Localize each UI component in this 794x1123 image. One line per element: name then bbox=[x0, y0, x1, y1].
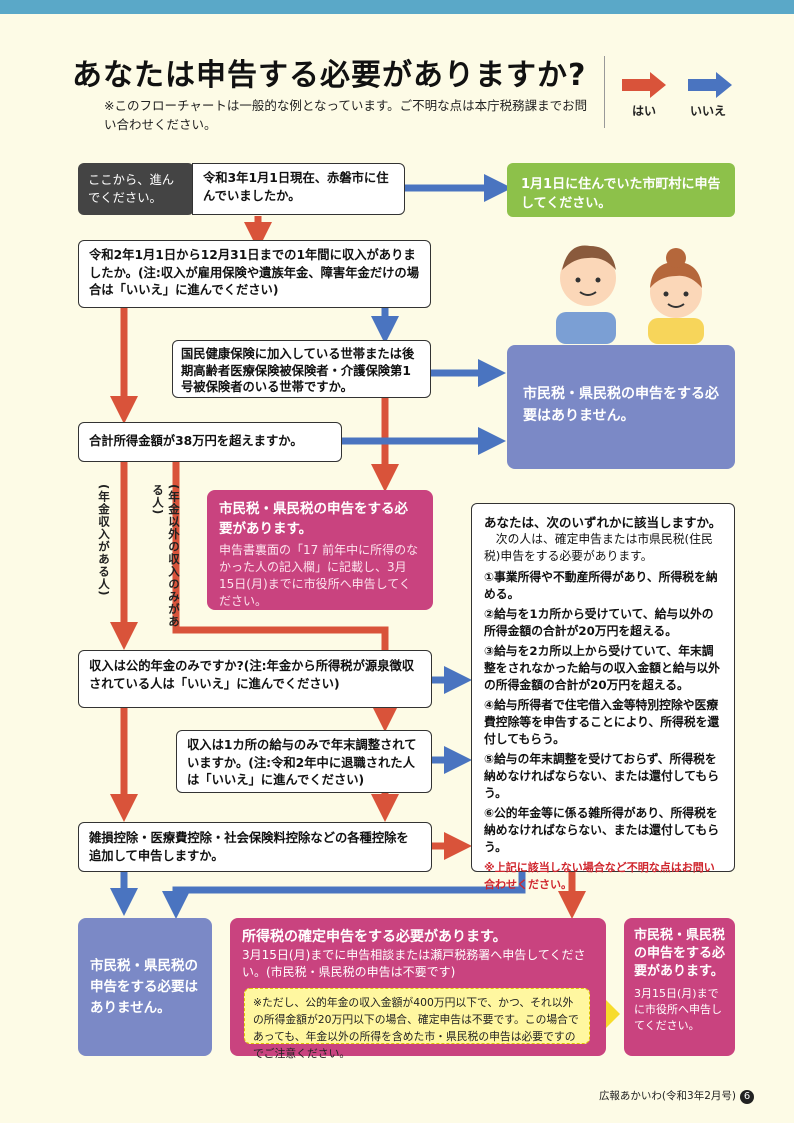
legend-divider bbox=[604, 56, 605, 128]
conditions-head: あなたは、次のいずれかに該当しますか。 bbox=[484, 515, 722, 530]
result-city-needed-2-head: 市民税・県民税の申告をする必要があります。 bbox=[634, 928, 726, 979]
page-title: あなたは申告する必要がありますか? bbox=[72, 58, 587, 93]
label-pension: (年金収入がある人) bbox=[97, 484, 111, 597]
question-salary-only: 収入は1カ所の給与のみで年末調整されていますか。(注:令和2年中に退職された人は… bbox=[176, 730, 432, 793]
result-city-needed-body: 申告書裏面の「17 前年中に所得のなかった人の記入欄」に記載し、3月15日(月)… bbox=[219, 543, 419, 608]
footer: 広報あかいわ(令和3年2月号) 6 bbox=[599, 1088, 754, 1104]
couple-illustration-icon bbox=[556, 245, 704, 344]
result-no-need-bottom: 市民税・県民税の申告をする必要はありません。 bbox=[78, 918, 212, 1056]
legend-no-label: いいえ bbox=[690, 104, 727, 118]
question-income: 令和2年1月1日から12月31日までの1年間に収入がありましたか。(注:収入が雇… bbox=[78, 240, 431, 308]
legend-no: いいえ bbox=[688, 72, 734, 119]
result-city-needed-2-body: 3月15日(月)までに市役所へ申告してください。 bbox=[634, 987, 722, 1032]
result-income-tax-head: 所得税の確定申告をする必要があります。 bbox=[242, 929, 507, 945]
question-insurance: 国民健康保険に加入している世帯または後期高齢者医療保険被保険者・介護保険第1号被… bbox=[172, 340, 431, 398]
result-city-needed-2: 市民税・県民税の申告をする必要があります。 3月15日(月)までに市役所へ申告し… bbox=[624, 918, 735, 1056]
intro-note: ※このフローチャートは一般的な例となっています。ご不明な点は本庁税務課までお問い… bbox=[104, 98, 588, 132]
result-city-needed: 市民税・県民税の申告をする必要があります。 申告書裏面の「17 前年中に所得のな… bbox=[207, 490, 433, 610]
income-tax-note: ※ただし、公的年金の収入金額が400万円以下で、かつ、それ以外の所得金額が20万… bbox=[244, 988, 590, 1060]
legend-yes: はい bbox=[622, 72, 668, 119]
condition-item: ②給与を1カ所から受けていて、給与以外の所得金額の合計が20万円を超える。 bbox=[484, 607, 714, 638]
result-other-city: 1月1日に住んでいた市町村に申告してください。 bbox=[507, 163, 735, 217]
arrow-conditions-no bbox=[162, 872, 526, 919]
question-residence: 令和3年1月1日現在、赤磐市に住んでいましたか。 bbox=[192, 163, 405, 215]
result-city-needed-head: 市民税・県民税の申告をする必要があります。 bbox=[219, 501, 408, 537]
label-non-pension: (年金以外の収入のみがある人) bbox=[151, 484, 181, 628]
question-conditions: あなたは、次のいずれかに該当しますか。 次の人は、確定申告または市県民税(住民税… bbox=[471, 503, 735, 891]
conditions-footnote: ※上記に該当しない場合など不明な点はお問い合わせください。 bbox=[484, 861, 715, 891]
conditions-intro: 次の人は、確定申告または市県民税(住民税)申告をする必要があります。 bbox=[484, 532, 713, 563]
no-arrow-icon bbox=[688, 72, 732, 98]
start-label: ここから、進んでください。 bbox=[78, 163, 194, 215]
condition-item: ⑥公的年金等に係る雑所得があり、所得税を納めなければならない、または還付してもら… bbox=[484, 806, 719, 854]
result-no-need-top: 市民税・県民税の申告をする必要はありません。 bbox=[507, 345, 735, 469]
question-deductions: 雑損控除・医療費控除・社会保険料控除などの各種控除を追加して申告しますか。 bbox=[78, 822, 432, 872]
condition-item: ③給与を2カ所以上から受けていて、年末調整をされなかった給与の収入金額と給与以外… bbox=[484, 644, 720, 692]
condition-item: ④給与所得者で住宅借入金等特別控除や医療費控除等を申告することにより、所得税を還… bbox=[484, 698, 720, 746]
legend-yes-label: はい bbox=[632, 104, 657, 118]
yes-arrow-icon bbox=[622, 72, 666, 98]
yellow-arrow bbox=[592, 1000, 620, 1028]
condition-item: ⑤給与の年末調整を受けておらず、所得税を納めなければならない、または還付してもら… bbox=[484, 752, 719, 800]
page-number: 6 bbox=[740, 1090, 754, 1104]
question-pension-only: 収入は公的年金のみですか?(注:年金から所得税が源泉徴収されている人は「いいえ」… bbox=[78, 650, 432, 708]
condition-item: ①事業所得や不動産所得があり、所得税を納める。 bbox=[484, 570, 718, 601]
footer-publication: 広報あかいわ(令和3年2月号) bbox=[598, 1090, 736, 1102]
top-color-bar bbox=[0, 0, 794, 14]
question-total-income: 合計所得金額が38万円を超えますか。 bbox=[78, 422, 342, 462]
result-income-tax-body: 3月15日(月)までに申告相談または瀬戸税務署へ申告してください。(市民税・県民… bbox=[242, 948, 586, 979]
